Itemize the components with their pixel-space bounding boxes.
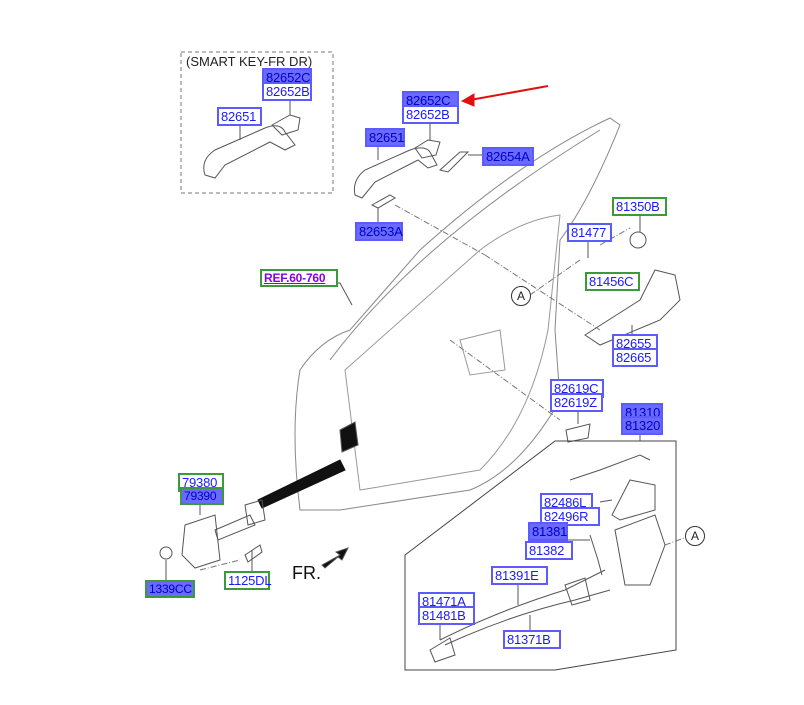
part-label-81371b[interactable]: 81371B [503,630,561,649]
part-label-82651[interactable]: 82651 [365,128,405,147]
front-indicator: FR. [292,563,321,583]
part-label-82652b-smart-key[interactable]: 82652B [262,82,312,101]
part-label-81382[interactable]: 81382 [525,541,573,560]
pointer-arrow [469,85,549,101]
handle-pad [370,194,396,209]
smart-key-cap [271,114,301,136]
part-label-82619z[interactable]: 82619Z [550,393,603,412]
part-label-81481b[interactable]: 81481B [418,606,475,625]
part-label-82496r[interactable]: 82496R [540,507,600,526]
door-checker [181,514,221,569]
part-label-1339cc[interactable]: 1339CC [145,580,195,598]
lock-cable [569,454,651,481]
callout-a-door: A [511,286,531,306]
part-label-82651-smart-key[interactable]: 82651 [217,107,262,126]
inner-handle-bracket [584,269,681,346]
outside-handle [354,147,438,199]
lock-kit-group-box [404,440,677,671]
handle-gasket [438,151,470,173]
latch-cover [611,479,656,521]
smart-key-caption: (SMART KEY-FR DR) [186,54,313,69]
part-label-1125dl[interactable]: 1125DL [224,571,272,590]
callout-a-latch: A [685,526,705,546]
part-label-81456c[interactable]: 81456C [585,272,640,291]
ref-link[interactable]: REF.60-760 [260,269,338,287]
part-label-81391e[interactable]: 81391E [491,566,548,585]
part-label-81320[interactable]: 81320 [621,416,663,435]
part-label-82653a[interactable]: 82653A [355,222,403,241]
rod-cable [439,569,606,641]
handle-cap [414,139,441,159]
front-arrow [321,547,349,569]
door-panel [294,117,621,511]
part-label-82665[interactable]: 82665 [612,348,658,367]
inside-handle [429,637,456,663]
part-label-82654a[interactable]: 82654A [482,147,534,166]
part-label-81381[interactable]: 81381 [528,522,568,541]
door-latch [614,514,666,586]
part-label-79390[interactable]: 79390 [180,487,224,505]
part-label-81350b[interactable]: 81350B [612,197,667,216]
smart-key-handle [203,125,296,179]
detail-wedge [257,459,346,509]
part-label-81477[interactable]: 81477 [567,223,612,242]
part-label-82652b[interactable]: 82652B [402,105,459,124]
